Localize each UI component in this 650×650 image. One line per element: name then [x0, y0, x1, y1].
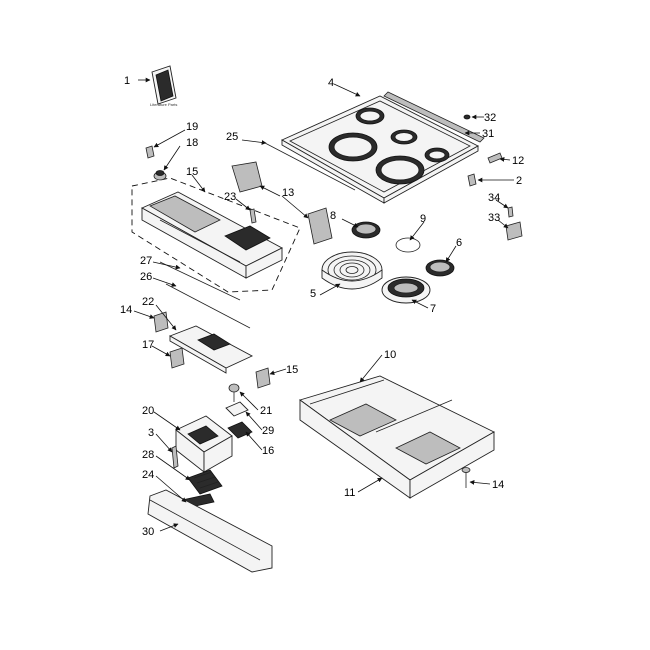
callout-1: 1 [124, 75, 130, 87]
cooktop-glass [281, 95, 479, 204]
housing-21 [175, 415, 233, 473]
element-7 [381, 276, 431, 304]
callout-4: 4 [328, 77, 334, 89]
callout-28: 27 [140, 255, 152, 267]
bracket-12 [487, 152, 503, 164]
callout-9: 9 [420, 213, 426, 225]
side-bracket-13 [307, 207, 333, 245]
clip-15-left [153, 311, 169, 333]
screw-22 [228, 383, 240, 402]
literature-booklet: Literature Parts [150, 65, 177, 107]
callout-31: 30 [142, 526, 154, 538]
callout-25: 24 [142, 469, 154, 481]
radiant-element-5 [321, 251, 383, 290]
rear-trim-strip [383, 91, 485, 143]
screw-35 [507, 206, 514, 218]
element-8 [351, 221, 381, 239]
knob-19 [153, 170, 167, 181]
callout-3: 3 [148, 427, 154, 439]
callout-30: 29 [262, 425, 274, 437]
support-pan [299, 375, 495, 499]
screw-14 [461, 467, 471, 488]
control-panel-assembly [131, 177, 301, 293]
ring-9 [395, 237, 421, 253]
callout-34: 33 [488, 212, 500, 224]
callout-21: 20 [142, 405, 154, 417]
callout-19: 18 [186, 137, 198, 149]
trim-strip-27 [165, 283, 251, 329]
literature-parts-label: Literature Parts [150, 102, 177, 107]
callout-13: 13 [282, 187, 294, 199]
callout-22: 21 [260, 405, 272, 417]
clip-2 [467, 173, 477, 187]
grille-29 [187, 469, 223, 495]
callout-10: 10 [384, 349, 396, 361]
control-board-23 [168, 325, 254, 374]
callout-23: 22 [142, 296, 154, 308]
callout-18: 17 [142, 339, 154, 351]
callout-7: 7 [430, 303, 436, 315]
part-18 [169, 347, 185, 369]
callout-6: 6 [456, 237, 462, 249]
callout-labels: 1 4 32 31 12 2 19 18 25 15 13 23 8 9 34 … [120, 75, 524, 538]
callout-16: 15 [186, 166, 198, 178]
leader-lines [133, 77, 514, 532]
element-6 [425, 259, 455, 277]
callout-11: 11 [344, 487, 355, 499]
callout-17: 16 [262, 445, 274, 457]
clip-15-right [255, 367, 271, 389]
bracket-34 [505, 221, 523, 241]
callout-29: 28 [142, 449, 154, 461]
callout-20: 19 [186, 121, 198, 133]
trim-strip-28 [159, 261, 241, 301]
screw-20 [145, 145, 155, 159]
wire-26 [264, 142, 356, 191]
front-trim-31 [147, 489, 273, 573]
side-bracket-upper [231, 161, 263, 193]
part-3 [171, 445, 179, 469]
screw-33 [463, 114, 471, 120]
callout-15-right: 15 [286, 364, 298, 376]
callout-33: 32 [484, 112, 496, 124]
callout-35: 34 [488, 192, 500, 204]
callout-26: 25 [226, 131, 238, 143]
callout-15-left: 14 [120, 304, 132, 316]
callout-27: 26 [140, 271, 152, 283]
callout-2: 2 [516, 175, 522, 187]
callout-24: 23 [224, 191, 236, 203]
callout-14: 14 [492, 479, 504, 491]
part-30 [225, 401, 249, 417]
screw-24 [249, 208, 257, 224]
callout-8: 8 [330, 210, 336, 222]
callout-32: 31 [482, 128, 494, 140]
callout-5: 5 [310, 288, 316, 300]
callout-12: 12 [512, 155, 524, 167]
